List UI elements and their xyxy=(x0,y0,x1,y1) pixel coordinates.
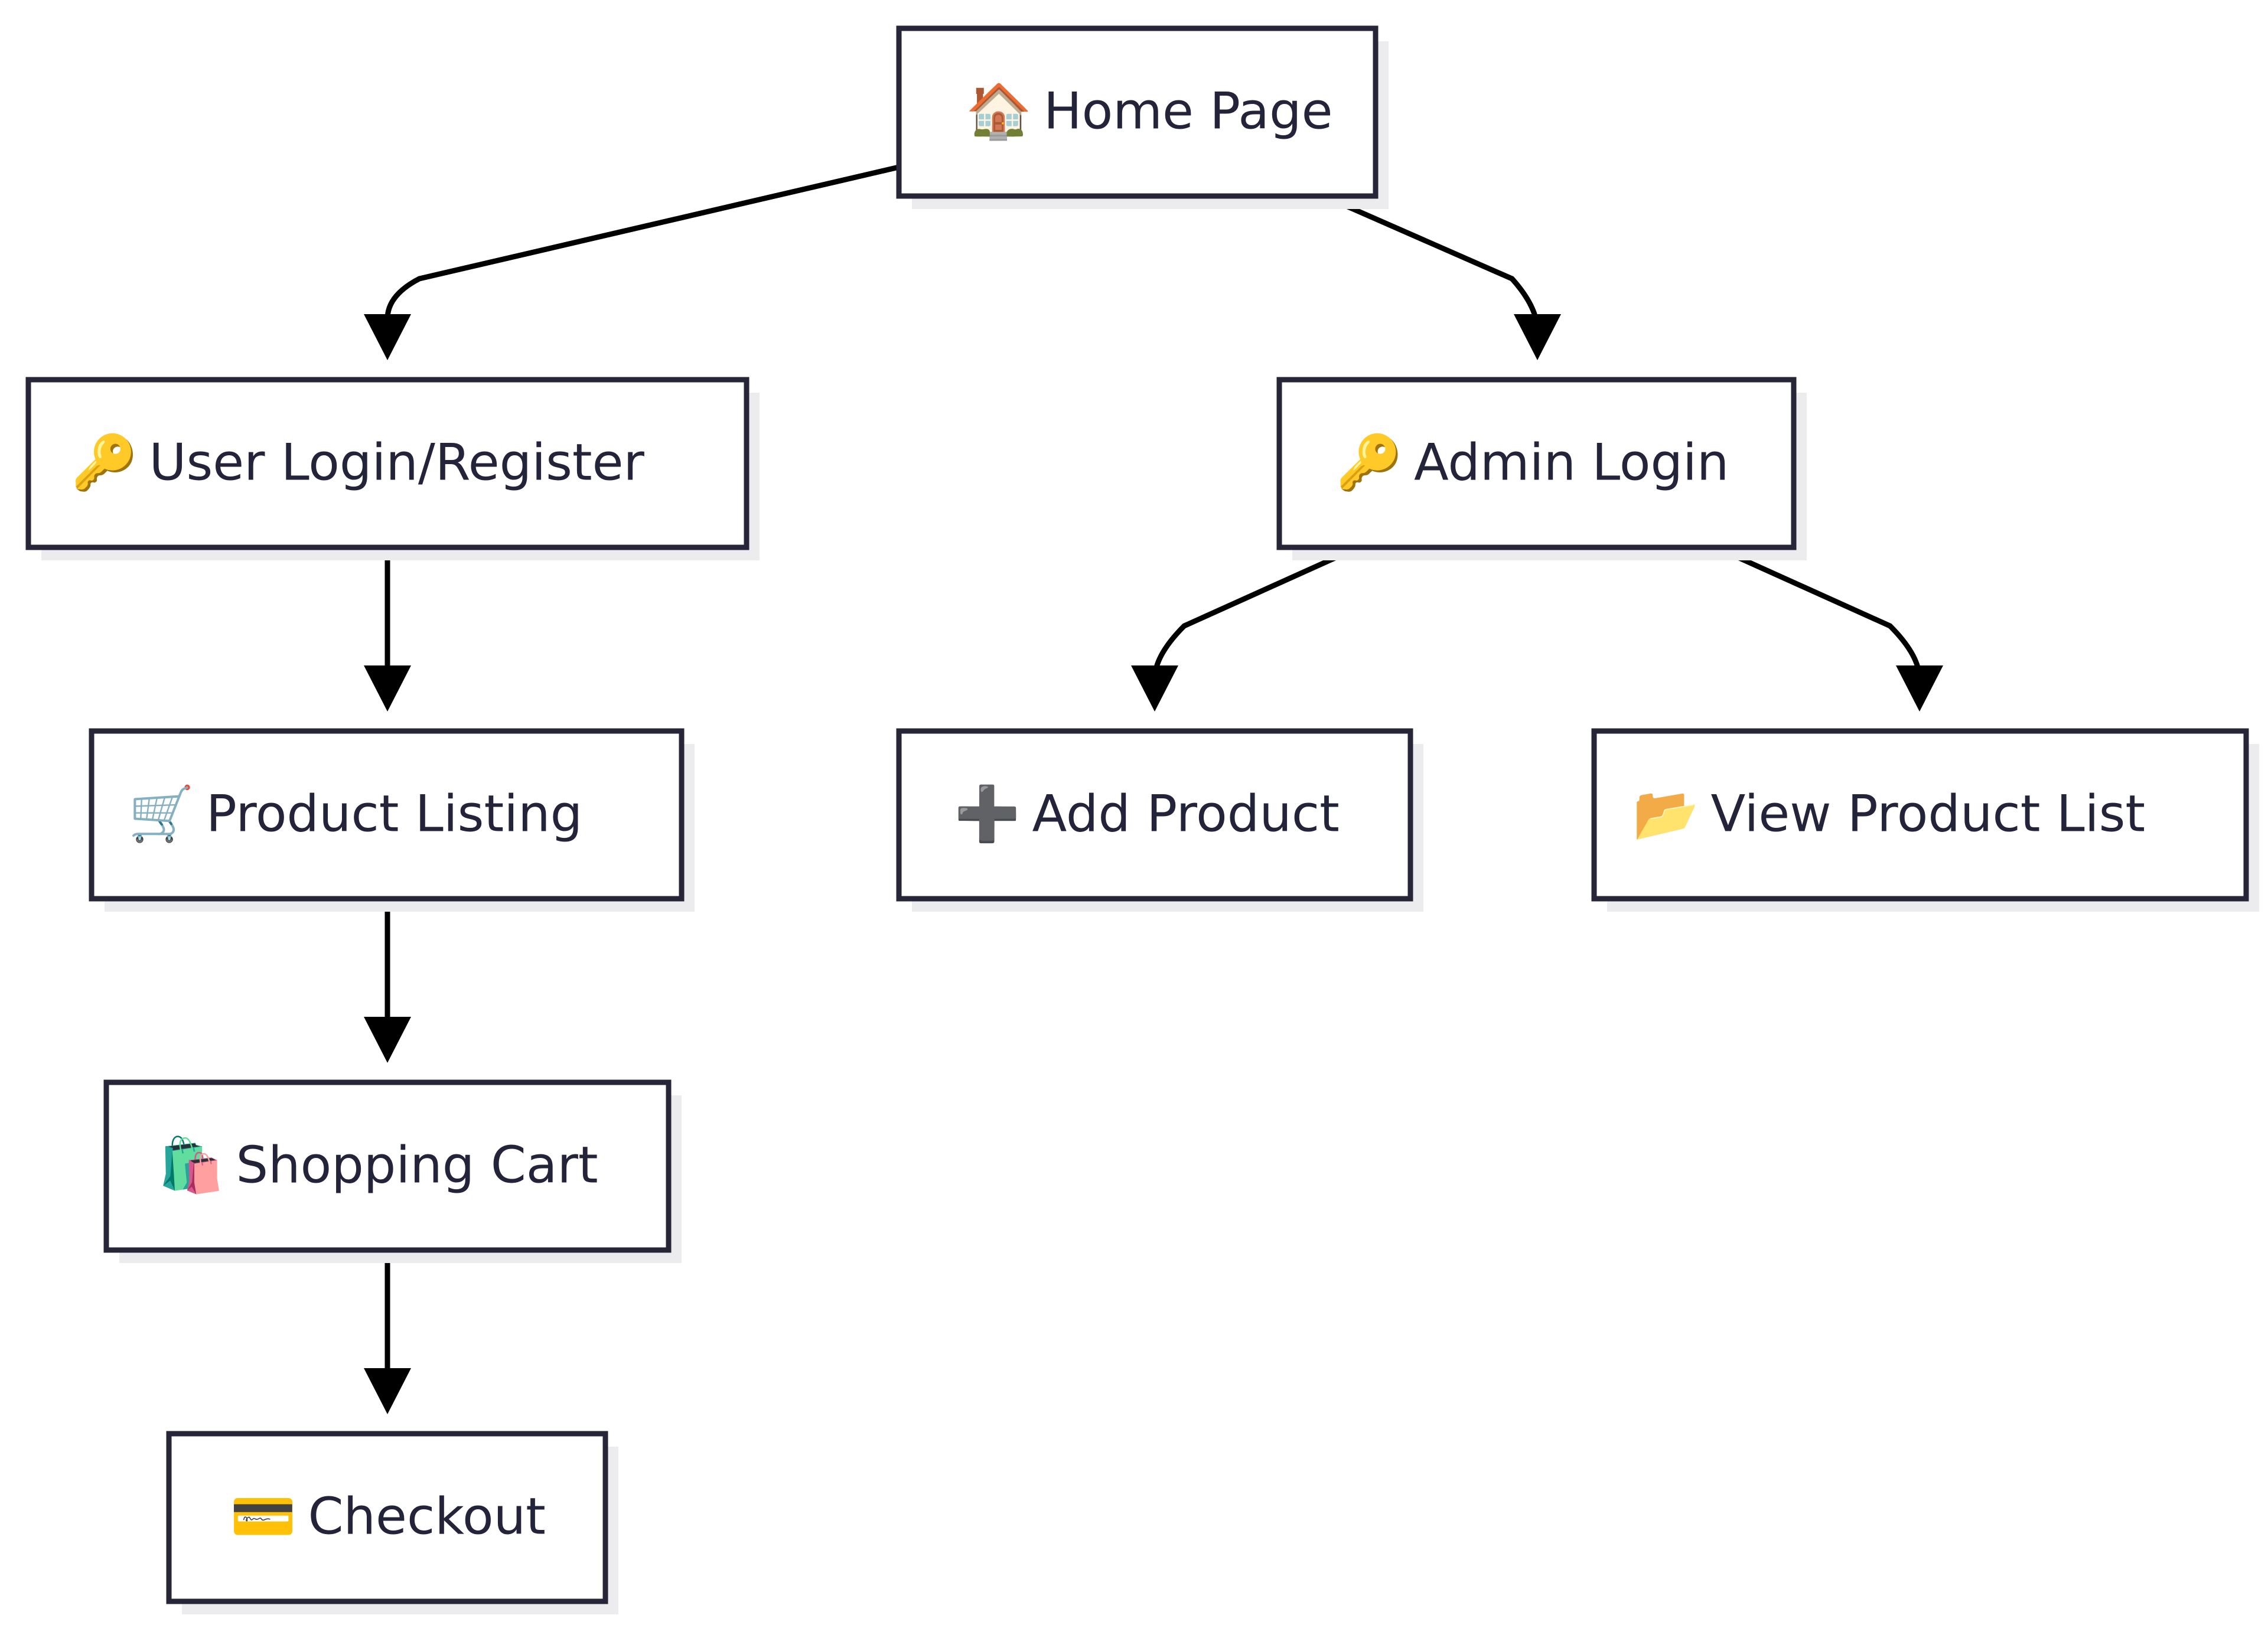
node-label: View Product List xyxy=(1711,784,2146,843)
edge-shopping_cart-to-checkout xyxy=(364,1250,411,1414)
edge-admin_login-to-view_product_list xyxy=(1715,544,1943,712)
arrowhead xyxy=(1514,314,1561,360)
edge-product_listing-to-shopping_cart xyxy=(364,899,411,1063)
arrowhead xyxy=(364,1017,411,1063)
arrowhead xyxy=(1896,665,1943,712)
node-box xyxy=(166,1431,608,1604)
node-box xyxy=(25,377,750,550)
edge-home-to-user_login xyxy=(364,164,900,360)
edge-admin_login-to-add_product xyxy=(1131,544,1360,712)
shopping-cart-icon: 🛒 xyxy=(128,783,194,845)
node-user-login[interactable]: 🔑User Login/Register xyxy=(25,377,760,560)
shopping-bags-icon: 🛍️ xyxy=(158,1134,224,1196)
node-box xyxy=(896,728,1413,902)
arrowhead xyxy=(364,314,411,360)
node-label: Add Product xyxy=(1032,784,1340,843)
node-label: Admin Login xyxy=(1414,433,1729,492)
arrowhead xyxy=(364,665,411,712)
node-shopping-cart[interactable]: 🛍️Shopping Cart xyxy=(103,1079,682,1263)
node-label: Shopping Cart xyxy=(236,1135,598,1195)
node-admin-login[interactable]: 🔑Admin Login xyxy=(1276,377,1807,560)
nodes-layer: 🏠Home Page🔑User Login/Register🔑Admin Log… xyxy=(25,25,2259,1614)
credit-card-icon: 💳 xyxy=(230,1486,296,1548)
arrowhead xyxy=(364,1368,411,1414)
node-label: User Login/Register xyxy=(149,433,645,492)
node-checkout[interactable]: 💳Checkout xyxy=(166,1431,618,1614)
edge-line xyxy=(1322,193,1540,331)
node-add-product[interactable]: ➕Add Product xyxy=(896,728,1423,912)
node-home[interactable]: 🏠Home Page xyxy=(896,25,1389,209)
key-icon: 🔑 xyxy=(1336,430,1402,494)
node-view-product-list[interactable]: 📂View Product List xyxy=(1591,728,2259,912)
arrowhead xyxy=(1131,665,1178,712)
edge-line xyxy=(384,164,900,319)
edge-home-to-admin_login xyxy=(1322,193,1561,360)
edges-layer xyxy=(364,164,1943,1414)
edge-line xyxy=(1152,544,1360,680)
node-box xyxy=(896,25,1379,199)
edge-line xyxy=(1715,544,1922,680)
node-box xyxy=(89,728,685,902)
node-label: Checkout xyxy=(308,1487,546,1546)
plus-icon: ➕ xyxy=(954,783,1020,845)
node-product-listing[interactable]: 🛒Product Listing xyxy=(89,728,695,912)
house-icon: 🏠 xyxy=(966,80,1032,142)
key-icon: 🔑 xyxy=(71,430,137,494)
open-folder-icon: 📂 xyxy=(1632,783,1699,845)
node-box xyxy=(1276,377,1797,550)
edge-user_login-to-product_listing xyxy=(364,547,411,712)
node-box xyxy=(1591,728,2249,902)
node-label: Product Listing xyxy=(206,784,582,843)
node-box xyxy=(103,1079,672,1253)
node-label: Home Page xyxy=(1044,81,1333,141)
